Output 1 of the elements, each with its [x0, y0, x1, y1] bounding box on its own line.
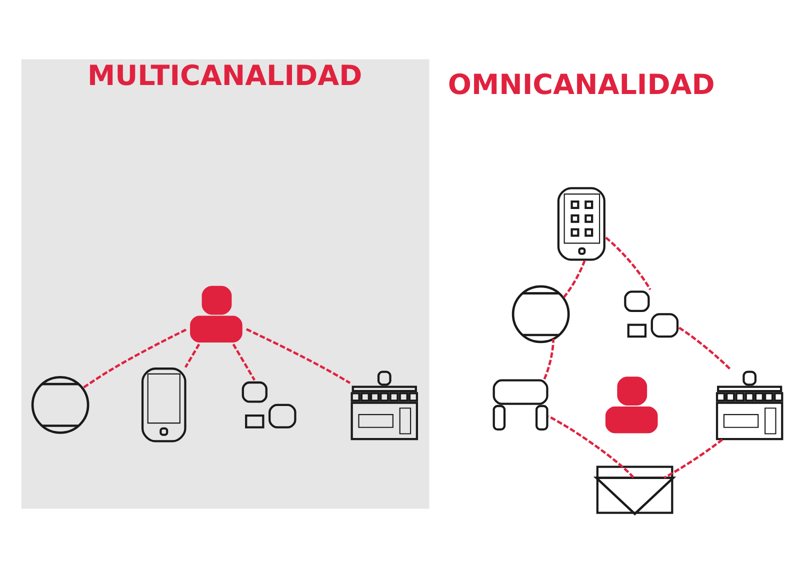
label: OMNICANALIDAD [447, 67, 714, 100]
